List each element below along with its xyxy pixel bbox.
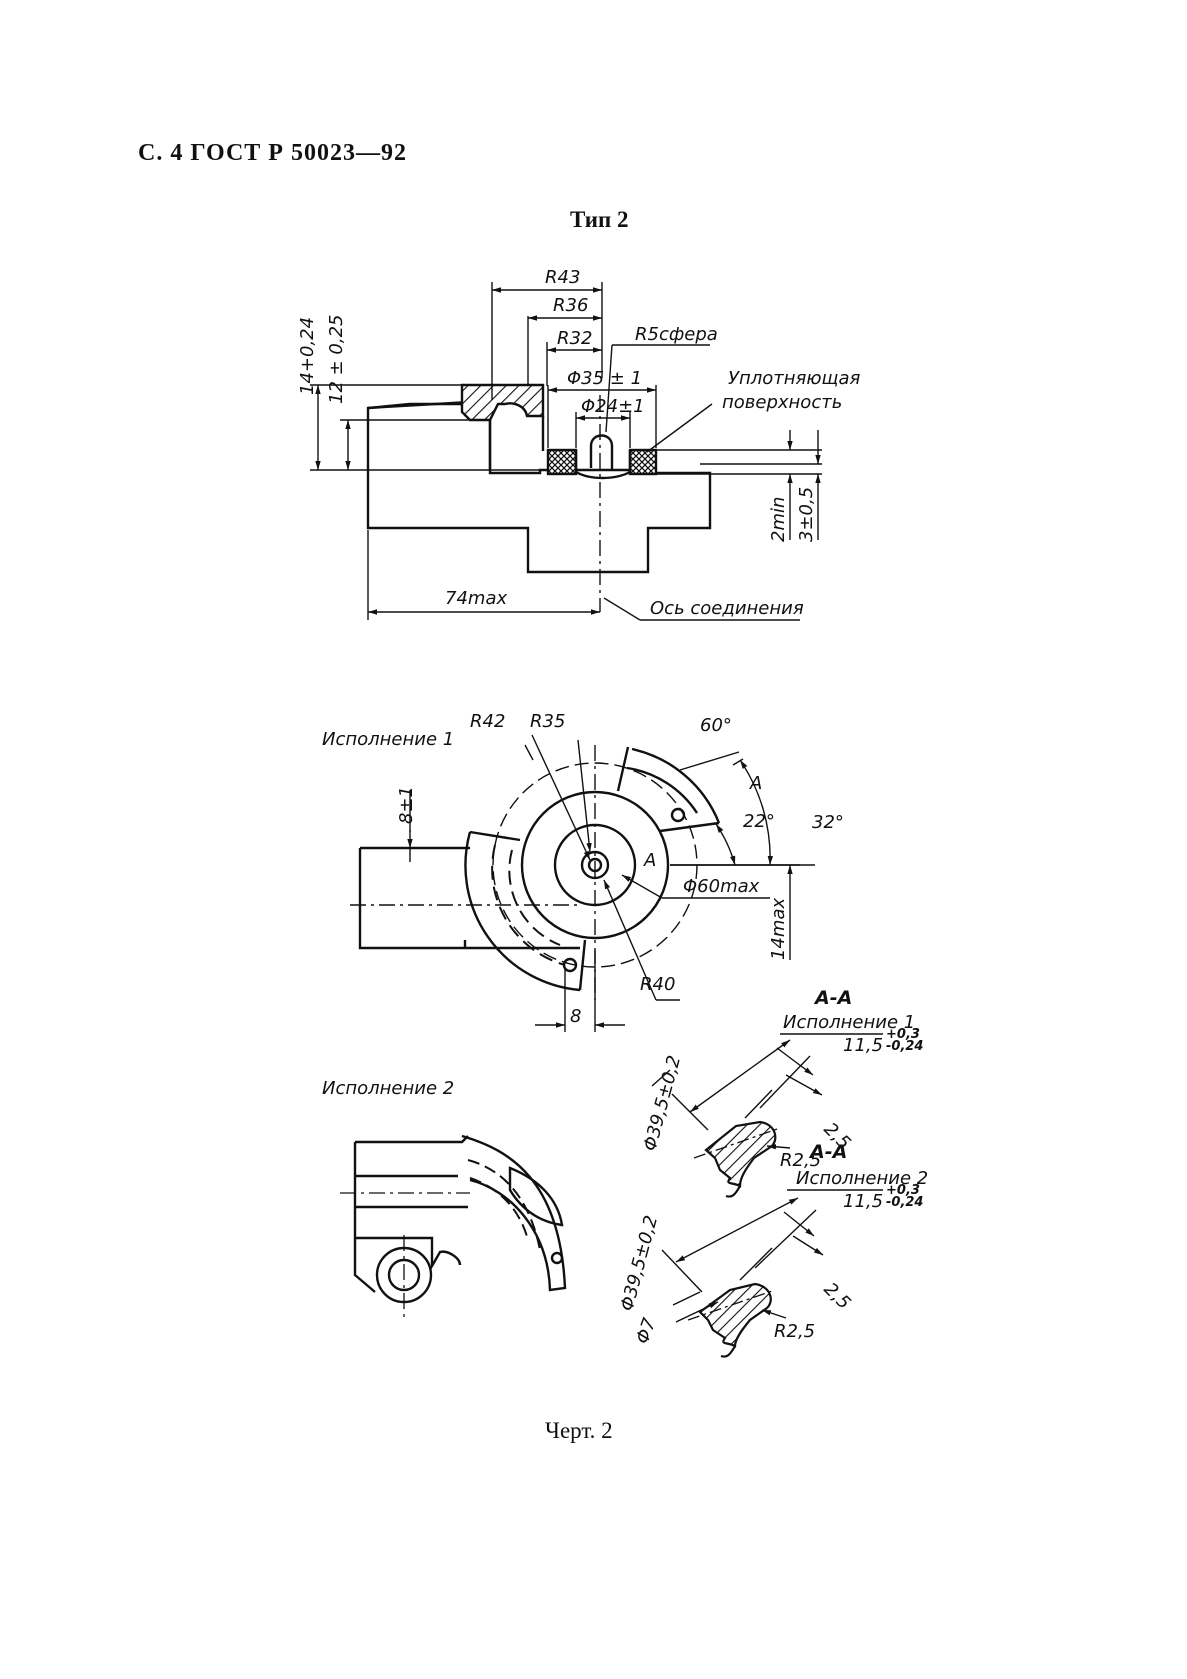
arm-sector-edge [469,830,587,991]
label-connection-axis: Ось соединения [650,598,804,619]
label-seal-2: поверхность [722,392,842,413]
section2-tip [720,1345,736,1358]
label-r40: R40 [640,974,675,995]
label-14max: 14max [768,898,789,960]
plan-view-dimensions [350,734,815,1032]
label-r32: R32 [557,328,592,349]
lug-neck [488,416,545,470]
plan-title-exec1: Исполнение 1 [322,729,454,750]
body-top-line [367,400,471,410]
exec2-title: Исполнение 2 [322,1078,454,1099]
section-aa-exec1-dims [651,1033,883,1150]
section-aa-exec2 [687,1282,776,1358]
seal-ring-right [628,448,658,476]
label-r36: R36 [553,295,588,316]
section2-r25: R2,5 [774,1321,815,1342]
section2-s25: 2,5 [819,1279,854,1314]
exec2-eye-inner [387,1258,421,1292]
label-h74: 74max [445,588,507,609]
exec2-pin [550,1251,564,1265]
body-outline [366,402,712,574]
section2-tol-up: +0,3 [886,1183,920,1198]
label-v3: 3±0,5 [796,487,817,542]
label-seal-1: Уплотняющая [728,368,860,389]
arm-sector-dashed-1 [491,844,566,966]
section1-tol-up: +0,3 [886,1027,920,1042]
lug-section [460,383,545,422]
label-centre-a: A [643,850,656,871]
plan-view-labels: Исполнение 1 R42 R35 60° A 22° 32° A Φ60… [322,711,844,1027]
exec2-sector-outer [461,1134,567,1292]
label-v14: 14+0,24 [297,317,318,395]
exec2-drawing [340,1134,567,1320]
sector-arc-outer [631,747,721,824]
label-r42: R42 [470,711,505,732]
figure-type-title: Тип 2 [570,207,629,232]
section1-r25: R2,5 [780,1150,821,1171]
label-60deg: 60° [700,715,732,736]
label-22deg: 22° [743,811,775,832]
section2-dim-base: 11,5 [843,1191,883,1212]
section2-body [698,1282,772,1348]
section2-title: Исполнение 2 [796,1168,928,1189]
seal-ring-left [546,448,578,476]
sector-radial-1 [616,746,630,792]
label-cut-a: A [749,773,762,794]
label-v2min: 2min [768,497,789,542]
top-view-drawing [366,383,712,612]
exec2-sector-dashed-2 [469,1177,529,1241]
section-aa-exec2-dims [661,1189,883,1323]
figure-caption: Черт. 2 [545,1418,613,1443]
section2-tol-dn: -0,24 [886,1195,923,1210]
section1-body [704,1120,777,1188]
arm-pin [562,957,578,973]
section1-dim-base: 11,5 [843,1035,883,1056]
section1-d395: Φ39,5±0,2 [640,1053,686,1153]
section1-tip [725,1185,741,1198]
label-8pm1: 8±1 [396,786,417,824]
section2-d395: Φ39,5±0,2 [617,1213,663,1313]
label-r35: R35 [530,711,565,732]
label-d35: Φ35 ± 1 [567,368,642,389]
label-32deg: 32° [812,812,844,833]
section2-d7: Φ7 [632,1315,661,1347]
plan-view-drawing [358,746,721,992]
top-view-dimensions [310,282,822,621]
label-r5-sphere: R5сфера [635,324,718,345]
sphere-stem [589,434,614,470]
section-aa-exec1 [693,1120,781,1198]
section2-axis [687,1289,776,1321]
circle-d60 [520,790,670,940]
sector-arc-inner [626,766,699,814]
label-8: 8 [570,1006,581,1027]
section2-title-aa: A-A [808,1141,847,1163]
exec2-body [353,1135,469,1293]
exec2-sector-lobe [508,1166,564,1227]
label-v12: 12 ± 0,25 [326,314,347,404]
seal-cup [574,450,632,480]
label-d60max: Φ60max [683,876,760,897]
arm-sector-outer [464,831,581,992]
label-d24: Φ24±1 [581,396,645,417]
section-aa-exec2-labels: A-A Исполнение 2 11,5 +0,3 -0,24 Φ39,5±0… [617,1141,929,1347]
circle-hole [580,850,610,880]
section1-axis [693,1127,781,1159]
section1-title: Исполнение 1 [783,1012,915,1033]
section-aa-exec1-labels: A-A Исполнение 1 11,5 +0,3 -0,24 Φ39,5±0… [640,987,924,1171]
section1-title-aa: A-A [813,987,852,1009]
label-r43: R43 [545,267,580,288]
top-view-labels: R43 R36 R32 R5сфера Φ35 ± 1 Φ24±1 Уплотн… [297,267,860,619]
section1-tol-dn: -0,24 [886,1039,923,1054]
page-header: С. 4 ГОСТ Р 50023—92 [138,140,407,166]
exec2-sector-dashed-1 [467,1159,541,1251]
